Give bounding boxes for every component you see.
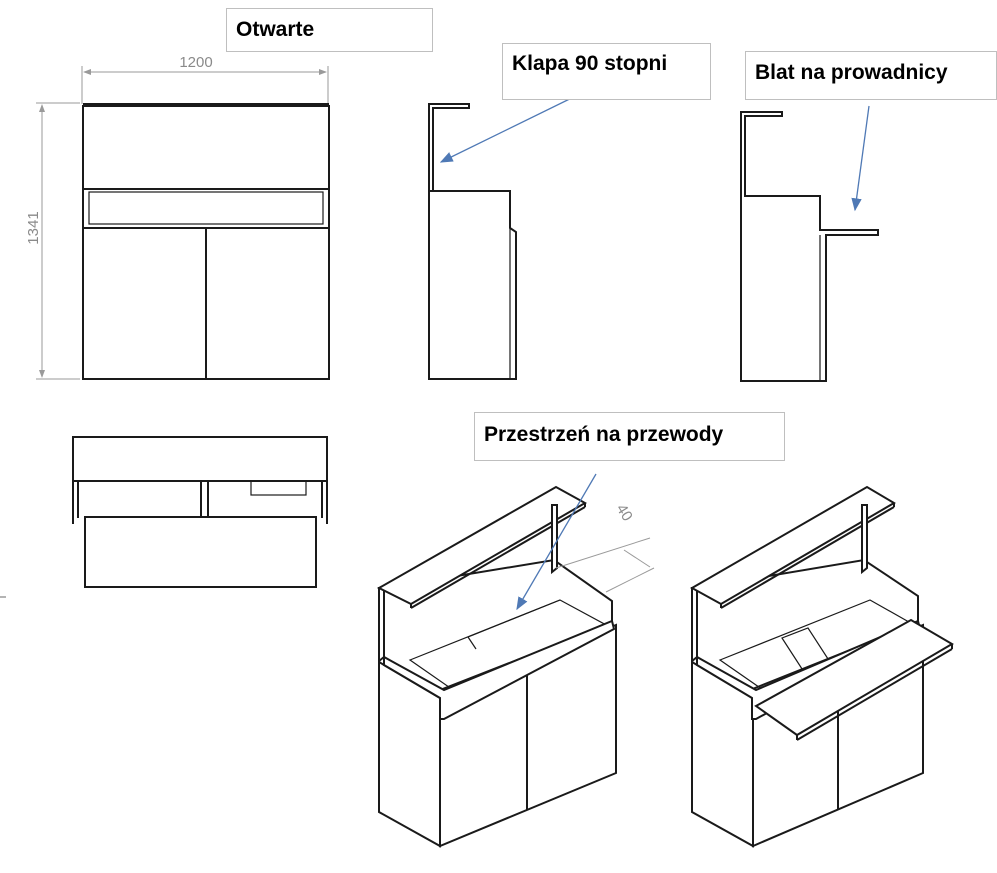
rail-arrow [851, 105, 870, 212]
label-cable-space: Przestrzeń na przewody [474, 412, 785, 461]
label-flap: Klapa 90 stopni [502, 43, 711, 100]
annotation-arrows [439, 88, 870, 611]
label-open: Otwarte [226, 8, 433, 52]
flap-arrow [439, 88, 591, 163]
label-rail-top: Blat na prowadnicy [745, 51, 997, 100]
height-dimension: 1341 [25, 211, 42, 244]
top-view [72, 436, 328, 588]
gap-dimension: 40 [613, 501, 636, 524]
width-dimension: 1200 [179, 54, 212, 71]
front-view: 1200 1341 [25, 54, 330, 380]
side-view-rail [740, 111, 879, 382]
side-view-flap [428, 103, 517, 380]
isometric-view-flap: 40 [376, 485, 655, 848]
cable-space-arrow [516, 473, 597, 611]
isometric-view-rail [689, 485, 954, 848]
